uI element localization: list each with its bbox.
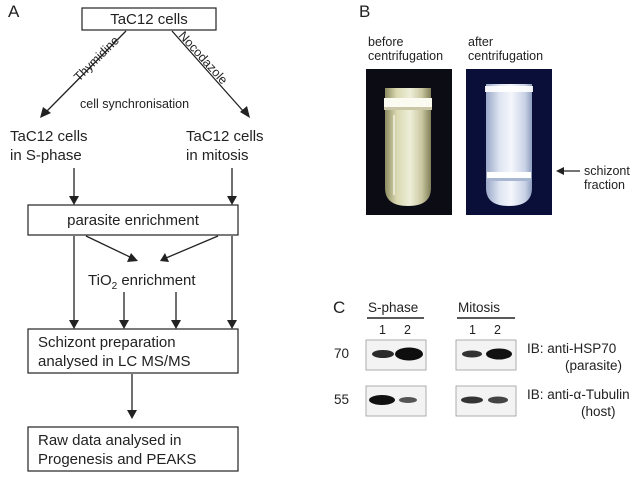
flow-arrow-1-head [69, 320, 79, 329]
tac12-box [81, 7, 217, 31]
blot-tubulin-s-phase [365, 385, 427, 417]
s-phase-line2: in S-phase [10, 147, 82, 164]
panel-c-letter: C [333, 298, 345, 317]
group-mitosis: Mitosis [458, 300, 500, 315]
parasite-enrichment-label: parasite enrichment [67, 212, 200, 229]
nocodazole-arrow [171, 30, 245, 113]
blot-hsp70-mitosis [455, 339, 517, 371]
lane-2-s: 2 [404, 323, 411, 337]
flow-arrow-3-head [171, 320, 181, 329]
tube-photo-after [466, 69, 552, 215]
fraction-line2: fraction [584, 178, 625, 192]
lane-1-s: 1 [379, 323, 386, 337]
ib-hsp70-line1: IB: anti-HSP70 [527, 341, 616, 356]
schizont-line2: analysed in LC MS/MS [38, 353, 191, 370]
tac12-box-label: TaC12 cells [110, 11, 188, 28]
thymidine-label: Thymidine [71, 33, 122, 84]
mw-55: 55 [334, 392, 349, 407]
cross-arrow-right [165, 235, 219, 259]
after-line2: centrifugation [468, 49, 543, 63]
ib-tubulin-line2: (host) [581, 404, 616, 419]
flow-arrow-2-head [119, 320, 129, 329]
cross-arrow-left-head [127, 253, 138, 262]
schizont-box [27, 328, 239, 374]
fraction-line1: schizont [584, 164, 630, 178]
nocodazole-label: Nocodazole [176, 29, 231, 87]
flow-arrow-4-head [227, 320, 237, 329]
schizont-line1: Schizont preparation [38, 334, 176, 351]
lane-2-m: 2 [494, 323, 501, 337]
thymidine-arrow [45, 30, 127, 113]
s-phase-line1: TaC12 cells [10, 128, 88, 145]
lane-1-m: 1 [469, 323, 476, 337]
panel-a-letter: A [8, 2, 20, 21]
tio2-label: TiO2 enrichment [88, 272, 196, 292]
fraction-arrowhead [556, 167, 564, 175]
final-arrow-head [127, 410, 137, 419]
after-line1: after [468, 35, 493, 49]
group-s-phase: S-phase [368, 300, 418, 315]
panel-b-letter: B [359, 2, 370, 21]
cross-arrow-left [85, 235, 133, 259]
s-phase-down-head [69, 196, 79, 205]
mitosis-line2: in mitosis [186, 147, 249, 164]
thymidine-arrowhead [40, 107, 51, 118]
ib-hsp70-line2: (parasite) [565, 358, 622, 373]
sync-label: cell synchronisation [80, 97, 189, 111]
raw-line2: Progenesis and PEAKS [38, 451, 196, 468]
parasite-enrichment-box [27, 204, 239, 236]
cross-arrow-right-head [160, 253, 169, 262]
mitosis-down-head [227, 196, 237, 205]
mitosis-line1: TaC12 cells [186, 128, 264, 145]
mw-70: 70 [334, 346, 349, 361]
blot-hsp70-s-phase [365, 339, 427, 371]
ib-tubulin-line1: IB: anti-α-Tubulin [527, 387, 630, 402]
before-line2: centrifugation [368, 49, 443, 63]
raw-data-box [27, 426, 239, 472]
before-line1: before [368, 35, 403, 49]
tube-photo-before [366, 69, 452, 215]
raw-line1: Raw data analysed in [38, 432, 181, 449]
nocodazole-arrowhead [240, 106, 250, 118]
blot-tubulin-mitosis [455, 385, 517, 417]
